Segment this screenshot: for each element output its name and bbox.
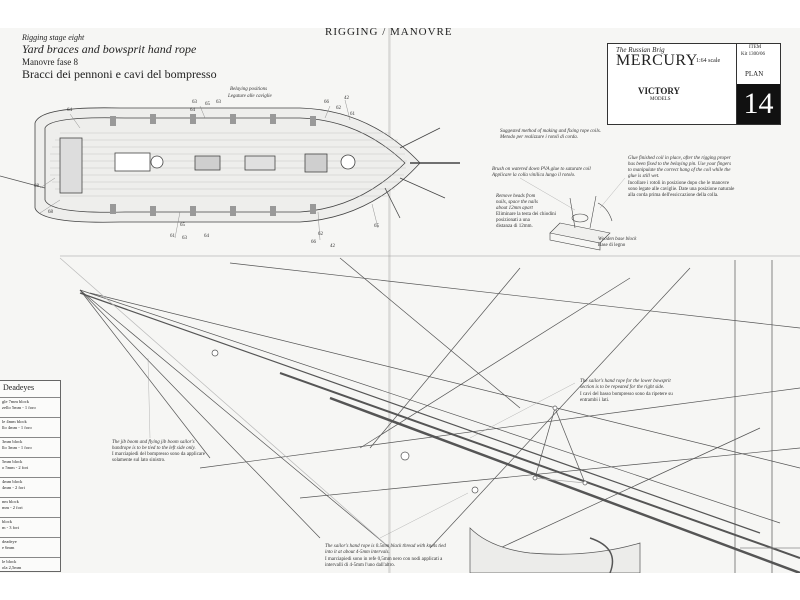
plan-box: ITEM Kit 1300/06 PLAN 14 — [736, 44, 780, 124]
deck-number: 66 — [324, 100, 329, 105]
coil-method-en: Suggested method of making and fixing ro… — [500, 129, 601, 134]
lower-note-en: The sailor's hand rope for the lower bow… — [580, 379, 671, 384]
brand-logo: VICTORY — [638, 86, 681, 96]
deck-number: 62 — [336, 106, 341, 111]
legend-row: 4mm block 4mm - 2 fori — [0, 477, 60, 497]
sheet-fold — [388, 28, 391, 573]
coil-remove-en: Remove heads from — [496, 194, 536, 199]
stage-label-it: Manovre fase 8 — [22, 57, 78, 67]
coil-glue-en: Glue finished coil in place, after the r… — [628, 156, 731, 161]
title-block: The Russian Brig MERCURY 1:64 scale VICT… — [607, 43, 781, 125]
coil-glue-en: glue is still wet. — [628, 174, 660, 179]
belaying-label-en: Belaying positions — [230, 87, 268, 92]
lower-note-en: section is to be repeated for the right … — [580, 385, 665, 390]
deck-number: 68 — [34, 184, 39, 189]
coil-remove-it: distanza di 12mm. — [496, 224, 533, 229]
deck-number: 42 — [330, 244, 335, 249]
deck-number: 66 — [311, 240, 316, 245]
deck-number: 63 — [182, 236, 187, 241]
deck-number: 65 — [374, 224, 379, 229]
deck-number: 65 — [180, 223, 185, 228]
item-code: Kit 1300/06 — [741, 52, 766, 57]
coil-base-en: Wooden base block — [598, 237, 637, 242]
deck-number: 61 — [170, 234, 175, 239]
legend-row: 3mm block llo 3mm - 1 foro — [0, 437, 60, 457]
coil-remove-it: Eliminare la testa dei chiodini — [496, 212, 556, 217]
coil-glue-it: alla corda prima dell'essiccazione della… — [628, 193, 719, 198]
section-title: RIGGING / MANOVRE — [325, 28, 453, 38]
stage-title-en: Yard braces and bowsprit hand rope — [22, 42, 197, 56]
item-label: ITEM — [749, 45, 762, 50]
deck-number: 63 — [192, 100, 197, 105]
deck-number: 42 — [344, 96, 349, 101]
deck-number: 61 — [350, 112, 355, 117]
jib-note-en: The jib boom and flying jib boom sailor'… — [112, 440, 195, 445]
jib-note-en: handrope is to be tied to the left side … — [112, 446, 196, 451]
coil-brush-en: Brush on watered down PVA glue to satura… — [492, 167, 591, 172]
coil-method-it: Metodo per realizzare i rotoli di corda. — [500, 135, 579, 140]
brand-sub: MODELS — [650, 97, 671, 102]
jib-note-it: solamente sul lato sinistro. — [112, 458, 166, 463]
coil-glue-en: to manipulate the correct hang of the co… — [628, 168, 731, 173]
legend-row: deadeye e 6mm — [0, 537, 60, 557]
legend-row: block m - 3 fori — [0, 517, 60, 537]
coil-detail — [519, 177, 626, 251]
handrope-note-it: intervalli di 4-5mm l'uno dall'altro. — [325, 563, 395, 568]
plan-number: 14 — [737, 84, 780, 124]
legend-title: Deadeyes — [3, 383, 35, 392]
legend-row: gle 7mm block zello 5mm - 1 foro — [0, 397, 60, 417]
legend-row: le 4mm block llo 4mm - 1 foro — [0, 417, 60, 437]
page-margin — [0, 573, 800, 600]
deck-plan-hull — [0, 99, 460, 241]
coil-glue-it: sono legate alle caviglie. Date una posi… — [628, 187, 735, 192]
handrope-note-en: into it at about 4-5mm intervals. — [325, 550, 390, 555]
deck-number: 64 — [190, 108, 195, 113]
rigging-drawing — [0, 99, 800, 573]
plan-sheet: RIGGING / MANOVRE Rigging stage eight Ya… — [0, 28, 800, 573]
ship-name: MERCURY — [616, 52, 698, 69]
deck-number: 63 — [216, 100, 221, 105]
bowsprit-rigging — [59, 255, 800, 573]
belaying-label-it: Legature alle caviglie — [228, 94, 272, 99]
legend-row: nm block mm - 2 fori — [0, 497, 60, 517]
coil-remove-it: posizionati a una — [496, 218, 530, 223]
deck-number: 68 — [48, 210, 53, 215]
ship-scale: 1:64 scale — [696, 58, 721, 64]
ship-subtitle: The Russian Brig — [616, 46, 665, 54]
stage-title-it: Bracci dei pennoni e cavi del bompresso — [22, 67, 217, 81]
plan-label: PLAN — [745, 70, 764, 78]
stage-label-en: Rigging stage eight — [22, 33, 85, 42]
deck-number: 64 — [204, 234, 209, 239]
deck-number: 64 — [67, 108, 72, 113]
coil-brush-it: Applicare la colla vinilica lungo il rot… — [492, 173, 576, 178]
handrope-note-en: The sailor's hand rope is 0.5mm black th… — [325, 544, 446, 549]
legend-row: le block ola 2,5mm — [0, 557, 60, 573]
coil-remove-en: nails, space the nails — [496, 200, 538, 205]
coil-glue-it: Incollare i rotoli in posizione dopo che… — [628, 181, 730, 186]
coil-remove-en: about 12mm apart — [496, 206, 533, 211]
lower-note-it: entrambi i lati. — [580, 398, 610, 403]
coil-base-it: Base di legno — [598, 243, 626, 248]
legend-row: 5mm block o 5mm - 2 fori — [0, 457, 60, 477]
deck-number: 62 — [318, 232, 323, 237]
handrope-note-it: I marciapiedi sono in refe 0,5mm nero co… — [325, 557, 443, 562]
deck-number: 65 — [205, 102, 210, 107]
jib-note-it: I marciapiedi del bompresso sono da appl… — [112, 452, 206, 457]
deadeyes-legend: Deadeyes gle 7mm block zello 5mm - 1 for… — [0, 380, 61, 572]
lower-note-it: I cavi del basso bompresso sono da ripet… — [580, 392, 673, 397]
coil-glue-en: has been fixed to the belaying pin. Use … — [628, 162, 732, 167]
